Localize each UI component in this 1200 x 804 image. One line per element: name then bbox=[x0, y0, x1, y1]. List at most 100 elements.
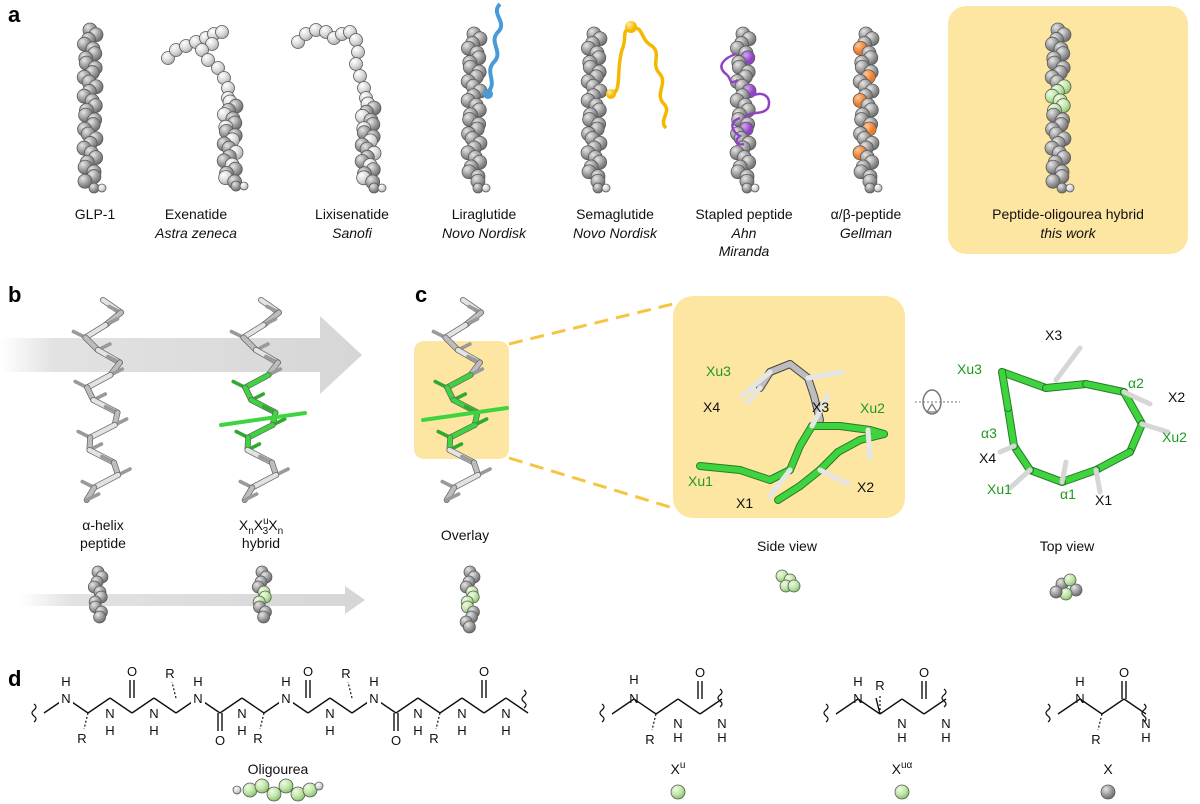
helix-bead bbox=[741, 182, 753, 194]
side-view-bond bbox=[697, 463, 743, 473]
chem-bond bbox=[83, 712, 89, 730]
chem-atom-bg bbox=[455, 705, 469, 719]
chem-bond bbox=[835, 698, 859, 715]
top-view-sidechain bbox=[1139, 421, 1171, 435]
chem-wavy-bond bbox=[31, 703, 37, 723]
chem-atom: N bbox=[369, 691, 378, 706]
helix-bead bbox=[1063, 573, 1077, 587]
helix-bead bbox=[351, 45, 365, 59]
top-view-bond bbox=[1083, 381, 1127, 395]
side-view-bond bbox=[797, 423, 815, 449]
chem-bond bbox=[677, 698, 701, 715]
panel-a: GLP-1 Exenatide Astra zeneca Lixisenatid… bbox=[75, 2, 1188, 259]
side-label-xu2: Xu2 bbox=[860, 400, 885, 416]
chem-atom: O bbox=[127, 664, 137, 679]
helix-bead bbox=[368, 182, 380, 194]
chem-atom: R bbox=[77, 731, 86, 746]
top-label-xu1: Xu1 bbox=[987, 481, 1012, 497]
helix-bead bbox=[592, 182, 604, 194]
helix-bead bbox=[670, 784, 686, 800]
chem-bond bbox=[395, 697, 419, 714]
chem-atom: O bbox=[303, 664, 313, 679]
hybrid-stick-model bbox=[219, 297, 307, 503]
chem-atom: R bbox=[341, 666, 350, 681]
chem-atom: H bbox=[457, 723, 466, 738]
label-xu: Xu bbox=[671, 760, 686, 777]
side-view-sidechain bbox=[865, 427, 873, 461]
chem-atom: R bbox=[1091, 732, 1100, 747]
side-view-box bbox=[673, 296, 905, 518]
chem-atom: O bbox=[919, 665, 929, 680]
chem-atom: O bbox=[695, 665, 705, 680]
helix-bead bbox=[195, 43, 209, 57]
chem-atom: H bbox=[717, 730, 726, 745]
top-view-sidechain bbox=[1059, 459, 1069, 485]
chem-bond bbox=[131, 697, 155, 714]
chem-atom-bg bbox=[323, 705, 337, 719]
chem-atom-bg bbox=[59, 690, 73, 704]
stick-bond bbox=[242, 372, 271, 390]
stick-bond bbox=[91, 472, 121, 490]
chem-atom: R bbox=[429, 731, 438, 746]
chem-wavy-bond bbox=[1141, 703, 1147, 723]
chem-atom: N bbox=[457, 706, 466, 721]
helix-bead bbox=[314, 781, 324, 791]
rotation-icon bbox=[915, 389, 960, 415]
label-side-view: Side view bbox=[757, 538, 818, 554]
label-semaglutide-company: Novo Nordisk bbox=[573, 225, 658, 241]
panel-d: NHNHNHNHNHNHNHNHNHNHNHOOOOORRRRRNHNHONHR… bbox=[31, 664, 1151, 802]
helix-bead bbox=[254, 778, 270, 794]
label-oligourea: Oligourea bbox=[248, 761, 309, 777]
label-top-view: Top view bbox=[1040, 538, 1095, 554]
chem-atom-bg bbox=[147, 705, 161, 719]
label-stapled-author-2: Miranda bbox=[719, 243, 770, 259]
chem-bond bbox=[655, 698, 679, 715]
chem-atom: N bbox=[61, 691, 70, 706]
top-view-bond bbox=[1027, 467, 1065, 485]
semaglutide-attachment bbox=[606, 89, 616, 99]
chem-atom: H bbox=[149, 723, 158, 738]
highlight-box-this-work bbox=[948, 6, 1188, 254]
chem-atom-bg bbox=[411, 705, 425, 719]
helix-bead bbox=[97, 183, 107, 193]
panel-label-b: b bbox=[8, 282, 21, 307]
helix-bead bbox=[93, 610, 106, 624]
top-view-sidechain bbox=[1121, 389, 1153, 407]
helix-bead bbox=[205, 37, 219, 51]
label-liraglutide: Liraglutide bbox=[452, 206, 517, 222]
side-view-model bbox=[696, 360, 888, 504]
chem-bond bbox=[505, 697, 529, 714]
chem-atom: H bbox=[61, 674, 70, 689]
helix-bead bbox=[211, 61, 225, 75]
zoom-line-bottom bbox=[508, 456, 674, 510]
big-arrow bbox=[0, 316, 362, 394]
helix-bead bbox=[88, 182, 100, 194]
chem-atom: H bbox=[281, 674, 290, 689]
top-view-bond bbox=[999, 369, 1049, 391]
label-alpha-beta: α/β-peptide bbox=[831, 206, 902, 222]
chem-atom: N bbox=[281, 691, 290, 706]
liraglutide-attachment bbox=[483, 89, 493, 99]
helix-bead bbox=[601, 183, 611, 193]
panel-b-mini-helices bbox=[87, 565, 273, 624]
chem-atom: H bbox=[413, 723, 422, 738]
chem-bond bbox=[461, 697, 485, 714]
side-label-x3: X3 bbox=[812, 399, 829, 415]
stick-sidechain bbox=[84, 492, 101, 502]
helix-bead bbox=[349, 57, 363, 71]
chem-bond bbox=[219, 697, 243, 714]
stick-bond bbox=[87, 422, 117, 440]
side-view-bond bbox=[737, 467, 773, 483]
side-view-sidechain bbox=[739, 369, 773, 399]
chem-atom: R bbox=[165, 666, 174, 681]
chem-atom: N bbox=[105, 706, 114, 721]
top-label-x1: X1 bbox=[1095, 492, 1112, 508]
label-stapled: Stapled peptide bbox=[695, 206, 793, 222]
chem-bond bbox=[699, 698, 723, 715]
chem-atom: N bbox=[629, 691, 638, 706]
chem-atom: N bbox=[673, 716, 682, 731]
side-label-xu3: Xu3 bbox=[706, 363, 731, 379]
chem-atom: H bbox=[325, 723, 334, 738]
top-view-bond bbox=[1093, 449, 1133, 473]
chemical-structures: NHNHNHNHNHNHNHNHNHNHNHOOOOORRRRRNHNHONHR… bbox=[31, 664, 1151, 748]
